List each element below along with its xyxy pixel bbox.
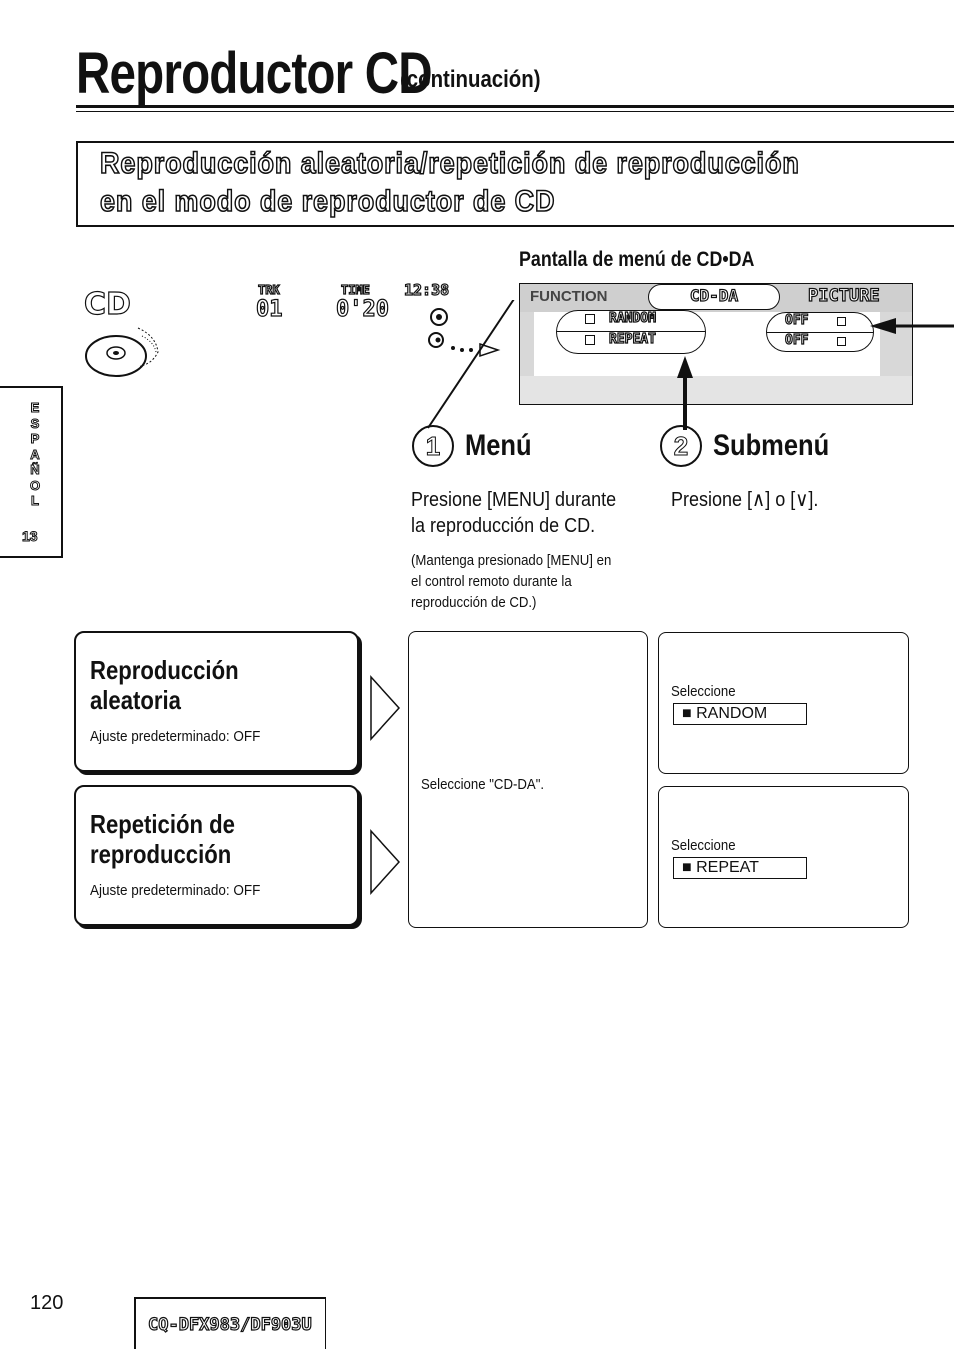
header-rule-thin xyxy=(76,111,954,112)
disc-icon xyxy=(85,327,159,377)
section-banner: Reproducción aleatoria/repetición de rep… xyxy=(76,141,954,227)
language-side-tab: ESPAÑOL 13 xyxy=(0,386,63,558)
flow-arrow-repeat xyxy=(370,829,401,895)
feature-box-random: Reproducción aleatoria Ajuste predetermi… xyxy=(74,631,359,772)
model-box: CQ-DFX983/DF903U xyxy=(134,1297,326,1349)
clock-display: 12:38 xyxy=(403,280,450,299)
trk-label: TRK xyxy=(257,282,280,297)
feature-random-title-line-1: Reproducción xyxy=(90,655,239,685)
option-random[interactable]: RANDOM xyxy=(608,310,656,326)
time-value: 0'20 xyxy=(335,296,389,322)
step-2-instruction: Presione [∧] o [∨]. xyxy=(671,489,819,511)
repeat-off-value: OFF xyxy=(784,332,809,348)
screen-caption: Pantalla de menú de CD•DA xyxy=(519,248,755,271)
submenu-options: RANDOM REPEAT xyxy=(556,310,706,354)
option-divider xyxy=(557,331,705,332)
feature-repeat-default: Ajuste predeterminado: OFF xyxy=(90,882,261,899)
option-repeat[interactable]: REPEAT xyxy=(608,331,656,347)
submenu-box-repeat: Seleccione ■ REPEAT xyxy=(658,786,909,928)
feature-random-title: Reproducción aleatoria xyxy=(90,655,239,715)
feature-random-title-line-2: aleatoria xyxy=(90,685,181,715)
random-checkbox[interactable] xyxy=(585,314,595,324)
banner-line-1: Reproducción aleatoria/repetición de rep… xyxy=(99,146,800,181)
random-off-value: OFF xyxy=(784,312,809,328)
repeat-select-field[interactable]: ■ REPEAT xyxy=(673,857,807,879)
random-off-box xyxy=(837,317,846,326)
page-title: Reproductor CD xyxy=(76,41,433,106)
model-number: CQ-DFX983/DF903U xyxy=(147,1314,312,1335)
tab-function[interactable]: FUNCTION xyxy=(530,288,608,305)
side-tab-language: ESPAÑOL xyxy=(29,400,41,509)
menu-bottom-strip xyxy=(520,376,912,404)
step-1-number: 1 xyxy=(412,425,454,467)
trk-value: 01 xyxy=(255,296,283,322)
menu-panel: FUNCTION CD-DA PICTURE RANDOM REPEAT OFF… xyxy=(519,283,913,405)
feature-box-repeat: Repetición de reproducción Ajuste predet… xyxy=(74,785,359,926)
repeat-off-box xyxy=(837,337,846,346)
tab-cdda-label: CD-DA xyxy=(689,285,739,305)
page-number: 120 xyxy=(30,1292,64,1314)
tab-picture[interactable]: PICTURE xyxy=(807,285,880,306)
feature-random-default: Ajuste predeterminado: OFF xyxy=(90,728,261,745)
step-1-instruction-1: Presione [MENU] durante xyxy=(411,489,617,511)
menu-step-box: Seleccione "CD-DA". xyxy=(408,631,648,928)
tab-cdda[interactable]: CD-DA xyxy=(648,284,780,310)
feature-repeat-title-line-1: Repetición de xyxy=(90,809,235,839)
header-rule xyxy=(76,105,954,108)
step-1-instruction-2: la reproducción de CD. xyxy=(411,515,596,537)
feature-repeat-title-line-2: reproducción xyxy=(90,839,232,869)
flow-arrow-random xyxy=(370,675,401,741)
repeat-checkbox[interactable] xyxy=(585,335,595,345)
connector-lines xyxy=(427,300,515,429)
off-values: OFF OFF xyxy=(766,312,874,352)
page-subtitle: (continuación) xyxy=(400,66,541,93)
off-divider xyxy=(767,332,873,333)
step-2-number: 2 xyxy=(660,425,702,467)
step-1-note-3: reproducción de CD.) xyxy=(411,594,537,611)
time-label: TIME xyxy=(340,282,370,297)
step-1-note-1: (Mantenga presionado [MENU] en xyxy=(411,552,612,569)
cd-logo: CD xyxy=(83,286,131,322)
feature-repeat-title: Repetición de reproducción xyxy=(90,809,235,869)
banner-line-2: en el modo de reproductor de CD xyxy=(99,184,556,219)
step-1-heading: Menú xyxy=(465,429,532,462)
submenu-box-random: Seleccione ■ RANDOM xyxy=(658,632,909,774)
panel-arrows xyxy=(677,318,954,430)
step-2-heading: Submenú xyxy=(713,429,830,462)
side-tab-number: 13 xyxy=(22,528,39,545)
random-select-field[interactable]: ■ RANDOM xyxy=(673,703,807,725)
menu-step-text: Seleccione "CD-DA". xyxy=(421,776,545,793)
submenu-random-label: Seleccione xyxy=(671,683,736,700)
submenu-repeat-label: Seleccione xyxy=(671,837,736,854)
step-1-note-2: el control remoto durante la xyxy=(411,573,572,590)
